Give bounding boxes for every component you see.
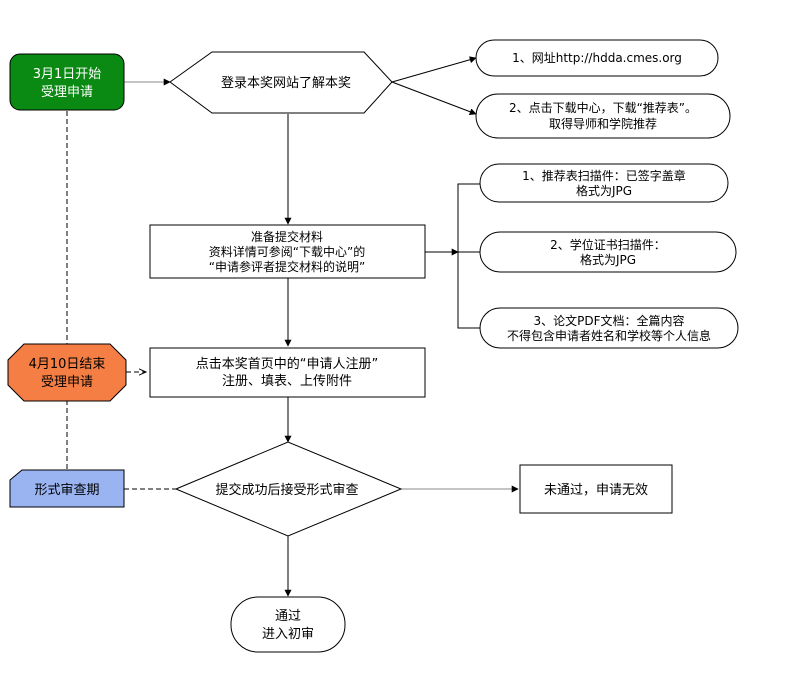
- step-register: 点击本奖首页中的“申请人注册” 注册、填表、上传附件: [149, 347, 426, 398]
- info-download-line1: 2、点击下载中心，下载“推荐表”。: [509, 100, 697, 115]
- material-thesis-line1: 3、论文PDF文档：全篇内容: [533, 313, 684, 328]
- material-recommendation-line2: 格式为JPG: [576, 183, 632, 198]
- connectors: [66, 56, 519, 597]
- step-register-line2: 注册、填表、上传附件: [222, 374, 352, 389]
- step-check: 提交成功后接受形式审查: [174, 441, 403, 537]
- material-degree-line2: 格式为JPG: [580, 252, 636, 267]
- result-pass-line2: 进入初审: [262, 627, 314, 642]
- connector-login-info1: [391, 56, 477, 83]
- step-prepare-line2: 资料详情可参阅“下载中心”的: [209, 244, 365, 259]
- info-url-label: 1、网址http://hdda.cmes.org: [512, 51, 682, 65]
- result-fail-label: 未通过，申请无效: [544, 483, 648, 498]
- step-login-label: 登录本奖网站了解本奖: [221, 76, 351, 91]
- connector-login-info2: [391, 81, 477, 116]
- start-badge-line1: 3月1日开始: [33, 67, 102, 82]
- material-degree-line1: 2、学位证书扫描件：: [550, 237, 666, 252]
- materials-bracket: [457, 183, 480, 329]
- step-register-line1: 点击本奖首页中的“申请人注册”: [196, 356, 378, 372]
- result-pass-line1: 通过: [275, 609, 301, 624]
- material-recommendation: 1、推荐表扫描件：已签字盖章 格式为JPG: [479, 163, 729, 203]
- result-fail: 未通过，申请无效: [519, 464, 673, 514]
- step-prepare-line1: 准备提交材料: [251, 229, 323, 244]
- material-recommendation-line1: 1、推荐表扫描件：已签字盖章: [522, 168, 686, 183]
- material-degree: 2、学位证书扫描件： 格式为JPG: [479, 231, 737, 273]
- info-url: 1、网址http://hdda.cmes.org: [475, 39, 719, 77]
- info-download: 2、点击下载中心，下载“推荐表”。 取得导师和学院推荐: [475, 93, 731, 139]
- review-badge: 形式审查期: [9, 469, 125, 508]
- result-pass: 通过 进入初审: [230, 596, 346, 653]
- step-login: 登录本奖网站了解本奖: [169, 51, 393, 114]
- step-prepare: 准备提交材料 资料详情可参阅“下载中心”的 “申请参评者提交材料的说明”: [149, 224, 426, 279]
- end-badge-line2: 受理申请: [41, 375, 93, 390]
- step-prepare-line3: “申请参评者提交材料的说明”: [209, 259, 365, 274]
- start-badge: 3月1日开始 受理申请: [9, 53, 125, 111]
- end-badge-line1: 4月10日结束: [29, 357, 106, 372]
- step-check-label: 提交成功后接受形式审查: [215, 482, 358, 498]
- material-thesis-line2: 不得包含申请者姓名和学校等个人信息: [507, 328, 711, 343]
- info-download-line2: 取得导师和学院推荐: [549, 116, 657, 131]
- end-badge: 4月10日结束 受理申请: [7, 343, 127, 402]
- material-thesis: 3、论文PDF文档：全篇内容 不得包含申请者姓名和学校等个人信息: [479, 307, 739, 349]
- start-badge-line2: 受理申请: [41, 85, 93, 100]
- review-badge-label: 形式审查期: [34, 483, 99, 498]
